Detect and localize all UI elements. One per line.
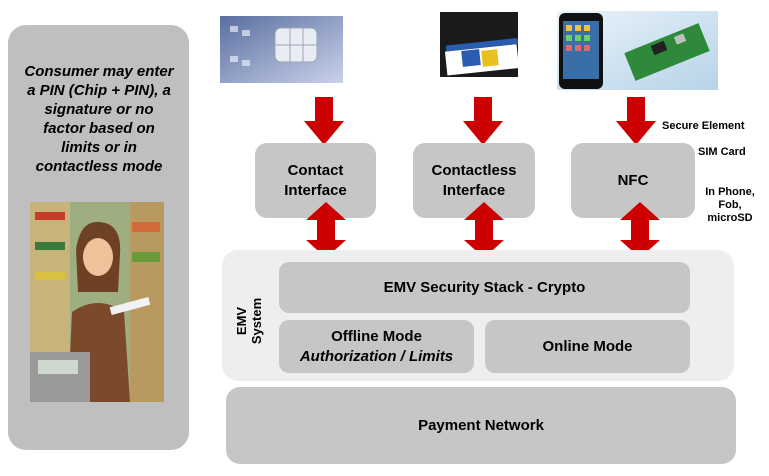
arrow-bidirectional-contactless-icon [464, 202, 504, 258]
offline-mode-box: Offline Mode Authorization / Limits [279, 320, 474, 373]
sim-card-note: SIM Card [698, 146, 746, 158]
offline-mode-title: Offline Mode [331, 327, 422, 345]
online-mode-label: Online Mode [542, 338, 633, 355]
arrow-down-contactless-icon [463, 97, 503, 145]
nfc-label: NFC [617, 172, 649, 189]
offline-mode-subtitle: Authorization / Limits [299, 347, 454, 365]
chip-card-illustration [220, 16, 343, 83]
shopper-illustration [30, 202, 164, 402]
contactless-card-photo [440, 12, 518, 77]
arrow-down-contact-icon [304, 97, 344, 145]
contact-interface-box: Contact Interface [255, 143, 376, 218]
consumer-caption: Consumer may enter a PIN (Chip + PIN), a… [24, 63, 174, 175]
emv-security-stack-label: EMV Security Stack - Crypto [383, 279, 586, 296]
nfc-box: NFC [571, 143, 695, 218]
arrow-bidirectional-contact-icon [306, 202, 346, 258]
payment-network-label: Payment Network [418, 417, 544, 434]
contactless-card-illustration [440, 12, 518, 77]
arrow-down-nfc-icon [616, 97, 656, 145]
nfc-phone-illustration [557, 11, 718, 90]
contactless-interface-label: Contactless Interface [431, 161, 517, 199]
contactless-interface-box: Contactless Interface [413, 143, 535, 218]
chip-card-photo [220, 16, 343, 83]
online-mode-box: Online Mode [485, 320, 690, 373]
shopper-photo [30, 202, 164, 402]
in-phone-note: In Phone, Fob, microSD [705, 186, 755, 224]
arrow-bidirectional-nfc-icon [620, 202, 660, 258]
contact-interface-label: Contact Interface [284, 161, 347, 199]
nfc-phone-photo [557, 11, 718, 90]
secure-element-note: Secure Element [662, 120, 745, 132]
emv-system-label: EMV System [234, 297, 264, 345]
payment-network-box: Payment Network [226, 387, 736, 464]
emv-security-stack-box: EMV Security Stack - Crypto [279, 262, 690, 313]
